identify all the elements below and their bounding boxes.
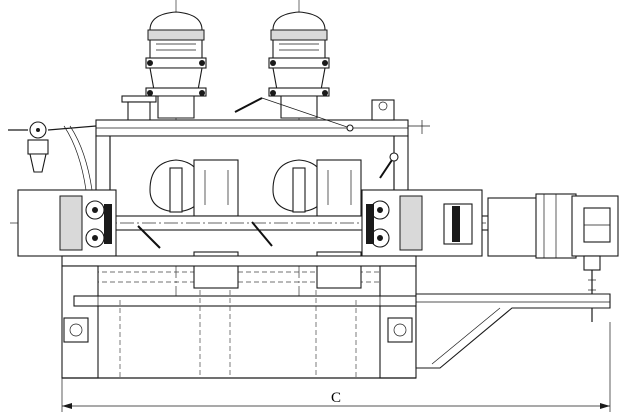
drive-gearbox — [487, 193, 619, 322]
bearing-housing-right — [361, 189, 483, 257]
top-cover — [95, 97, 409, 137]
inlet-unit-right — [268, 11, 330, 119]
dimension-label: C — [331, 390, 341, 406]
dimension-c: C — [61, 322, 611, 412]
discharge-chute — [415, 293, 611, 369]
bearing-housing-left — [17, 189, 117, 257]
inlet-unit-left — [145, 11, 207, 119]
filter-regulator — [8, 121, 97, 191]
side-actuator — [379, 120, 430, 179]
base-frame — [61, 255, 423, 379]
paddles-right — [272, 159, 362, 289]
